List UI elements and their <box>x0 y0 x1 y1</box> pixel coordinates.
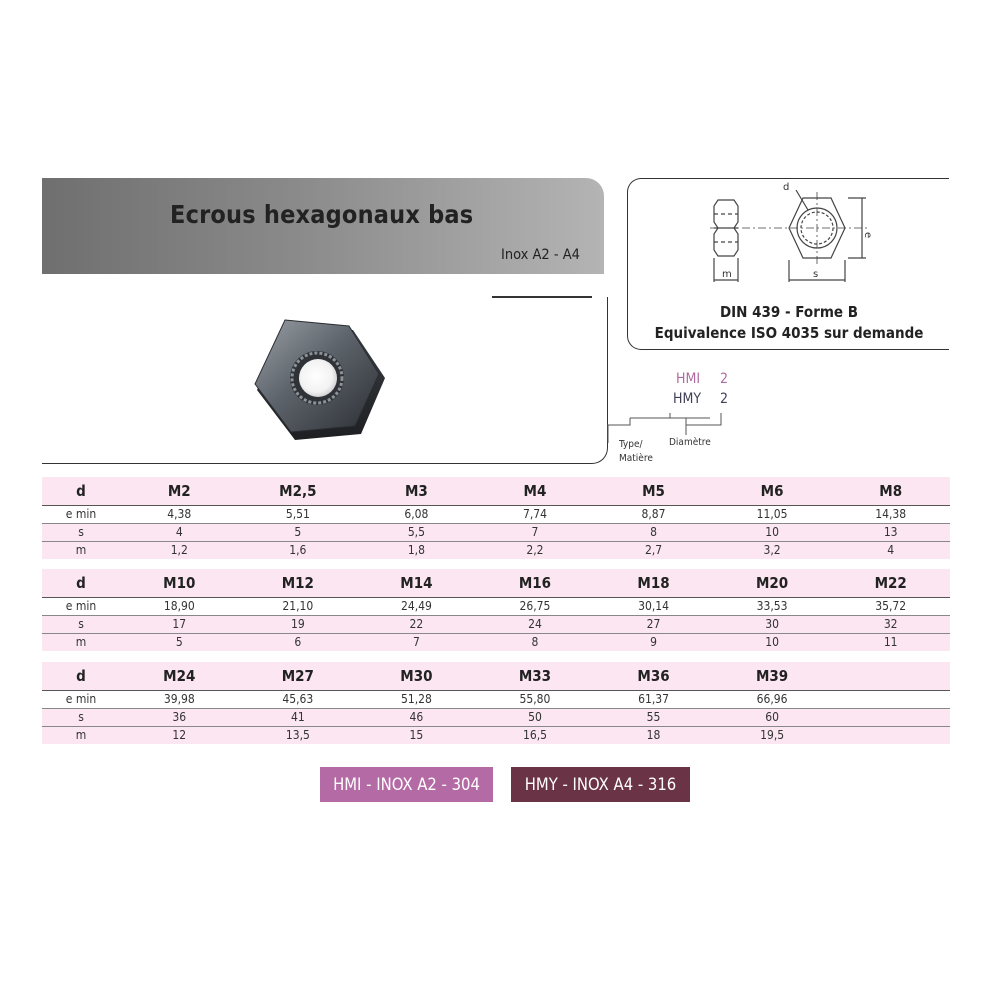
badge-hmi-a2: HMI - INOX A2 - 304 <box>320 767 493 802</box>
standard-din: DIN 439 - Forme B <box>719 303 859 321</box>
code-hmy-number: 2 <box>720 391 729 407</box>
drawing-label-s: s <box>813 269 818 280</box>
nut-technical-drawing: d e m s <box>710 182 873 282</box>
diameter-label: Diamètre <box>669 437 711 448</box>
badge-hmy-a4: HMY - INOX A4 - 316 <box>511 767 690 802</box>
drawing-label-e: e <box>862 232 873 238</box>
hex-nut-photo <box>254 319 385 440</box>
header-banner <box>42 178 604 274</box>
standard-iso: Equivalence ISO 4035 sur demande <box>654 324 924 342</box>
type-material-label: Type/ Matière <box>619 439 653 464</box>
photo-frame <box>42 297 608 464</box>
code-hmi-number: 2 <box>720 371 729 387</box>
diagram-frame <box>627 178 949 350</box>
material-subtitle: Inox A2 - A4 <box>501 247 580 263</box>
drawing-label-d: d <box>783 182 789 193</box>
code-hmi: HMI <box>676 371 701 387</box>
code-bracket-lines <box>607 413 722 443</box>
code-hmy: HMY <box>673 391 702 407</box>
drawing-label-m: m <box>722 269 732 280</box>
page-title: Ecrous hexagonaux bas <box>170 200 474 229</box>
photo-frame-topline <box>492 296 592 298</box>
